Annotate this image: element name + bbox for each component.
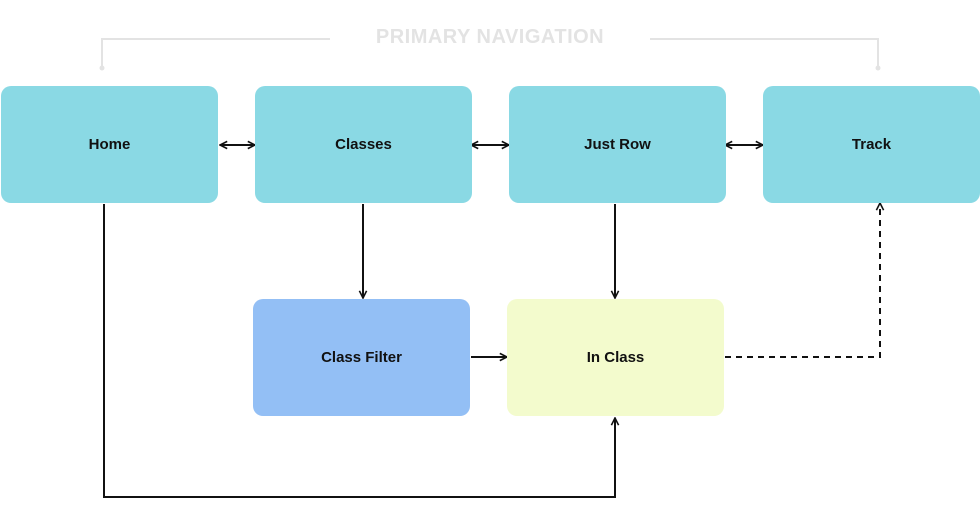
node-track: Track <box>763 86 980 203</box>
node-in-class: In Class <box>507 299 724 416</box>
node-just-row: Just Row <box>509 86 726 203</box>
node-classes: Classes <box>255 86 472 203</box>
edge-in-class-track <box>725 203 880 358</box>
edge-home-in-class <box>103 204 615 498</box>
node-home: Home <box>1 86 218 203</box>
primary-navigation-label: PRIMARY NAVIGATION <box>330 26 650 49</box>
node-class-filter: Class Filter <box>253 299 470 416</box>
